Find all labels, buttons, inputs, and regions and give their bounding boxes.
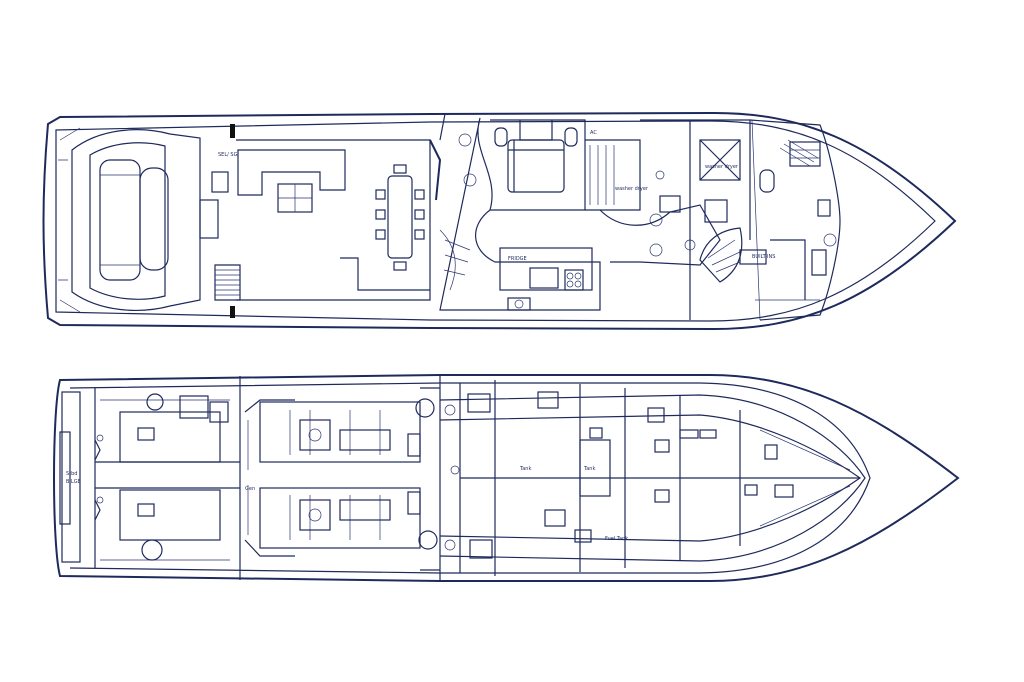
generator-port (119, 411, 221, 463)
lower-deck-hull-outline (53, 374, 960, 582)
master-bed (507, 139, 565, 193)
label-upper-4: washer dryer (615, 186, 649, 192)
main-engine-port (259, 401, 421, 463)
main-deck-plan: SEL/ SG FRIDGE AC (42, 111, 957, 331)
label-lower-6: Fuel Tank (605, 536, 628, 542)
aft-deck (58, 127, 219, 313)
salon: SEL/ SG (211, 124, 442, 318)
label-upper-3: AC (590, 130, 597, 136)
dining-table (387, 175, 413, 259)
master-stateroom: AC (458, 119, 641, 211)
cooktop (564, 269, 584, 291)
guest-cabins: washer dryer washer dryer BUILT-INS (599, 119, 821, 320)
generator-starboard (119, 489, 221, 541)
lower-deck-plan: Stbd BILGE Gen (53, 374, 960, 582)
engine-room: Stbd BILGE Gen (59, 375, 441, 581)
label-upper-5: washer dryer (705, 164, 739, 170)
label-upper-2: FRIDGE (508, 256, 527, 262)
tank-compartment: Tank Tank Fuel Tank (444, 380, 860, 576)
galley: FRIDGE (439, 113, 601, 311)
label-lower-1: Stbd (66, 471, 77, 477)
main-engine-starboard (259, 487, 421, 549)
main-deck-inner-bulwark (55, 120, 936, 322)
lower-deck-inner-hull (69, 382, 871, 574)
l-shaped-sofa (237, 149, 346, 196)
label-lower-3: Gen (245, 486, 255, 492)
label-lower-5: Tank (583, 466, 595, 472)
aft-settee-cushion (99, 159, 141, 281)
label-lower-2: BILGE (66, 479, 81, 485)
label-upper-6: BUILT-INS (752, 254, 775, 260)
galley-counter (499, 247, 593, 291)
forward-cabin (749, 119, 841, 321)
label-lower-4: Tank (519, 466, 531, 472)
label-upper-1: SEL/ SG (218, 152, 238, 158)
